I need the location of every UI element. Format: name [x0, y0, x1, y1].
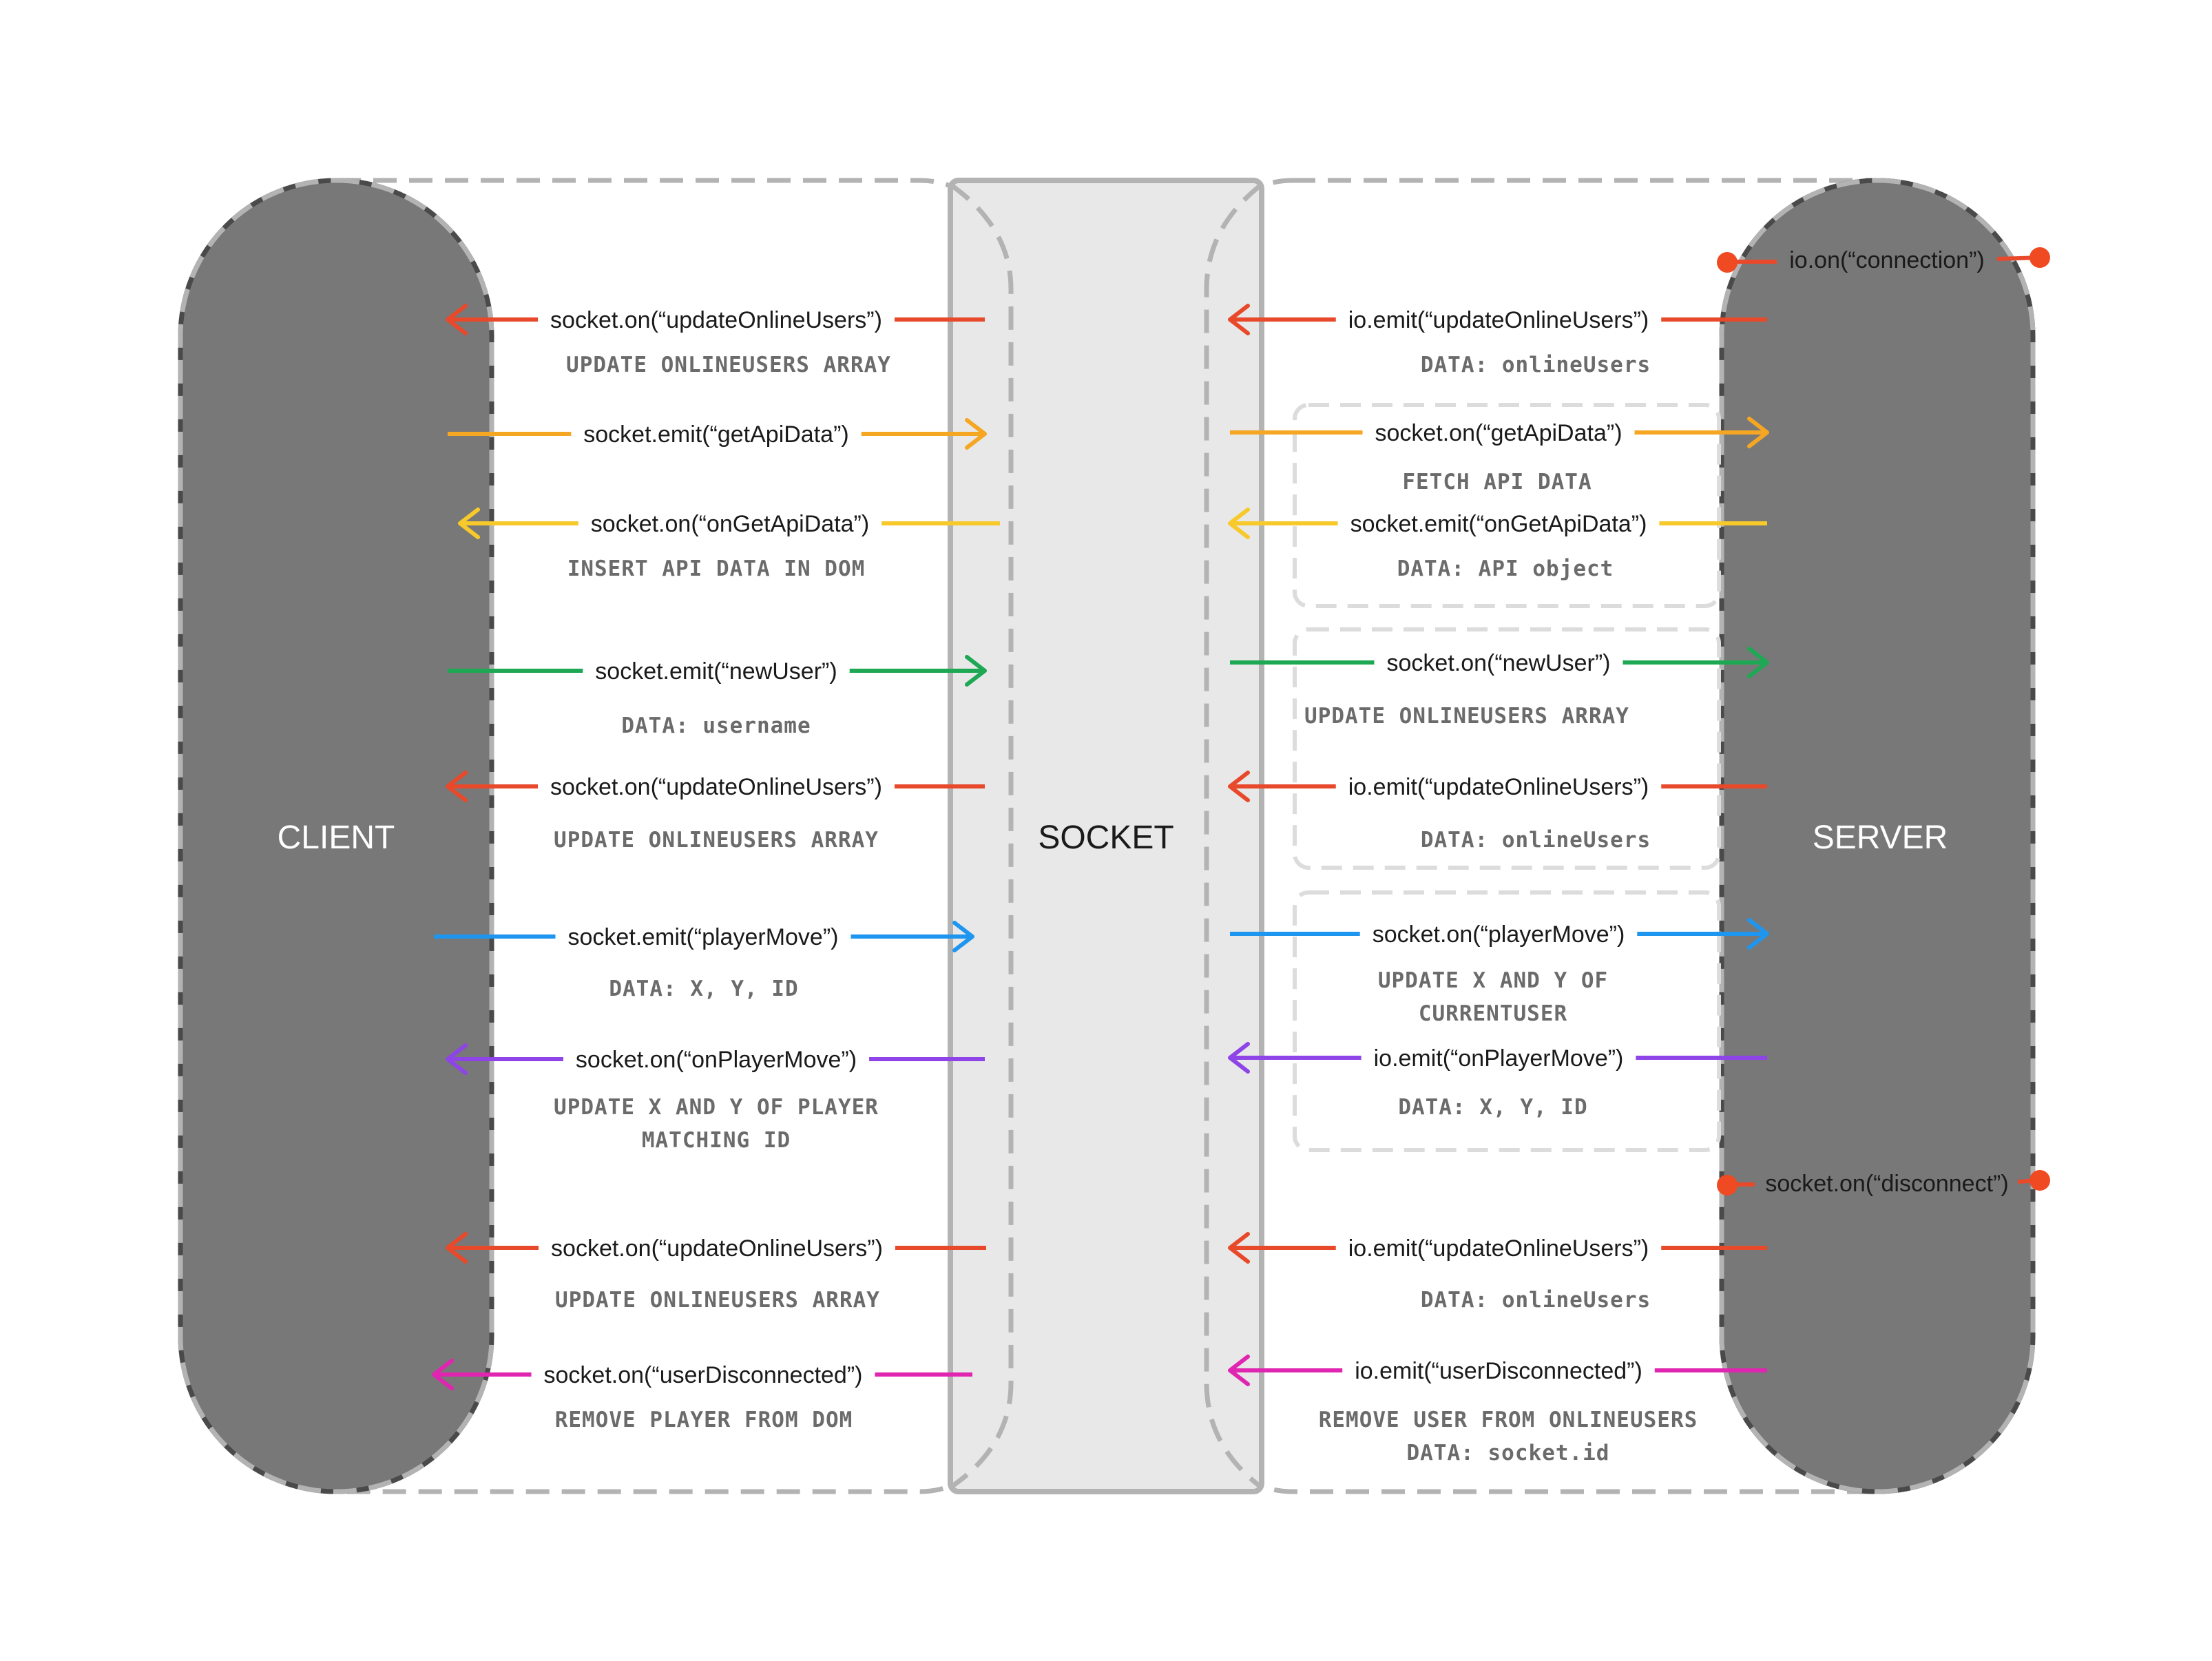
- server-event-note: DATA: onlineUsers: [1421, 353, 1651, 377]
- client-event-label: socket.emit(“newUser”): [595, 658, 837, 685]
- client-pill-dash: [178, 178, 494, 1494]
- socket-right-dashed-curve: [1204, 182, 1264, 1490]
- client-event-label: socket.emit(“playerMove”): [568, 924, 839, 950]
- server-event-label: socket.emit(“onGetApiData”): [1350, 511, 1647, 537]
- server-event-note: DATA: API object: [1397, 556, 1614, 581]
- client-event-6: socket.on(“onPlayerMove”) UPDATE X AND Y …: [446, 1043, 985, 1153]
- server-event-label: io.emit(“userDisconnected”): [1355, 1358, 1642, 1384]
- client-event-label: socket.on(“updateOnlineUsers”): [550, 774, 882, 800]
- arrow-head-icon: [965, 418, 987, 450]
- arrow-head-icon: [965, 655, 987, 687]
- client-event-8: socket.on(“userDisconnected”) REMOVE PLAY…: [432, 1359, 972, 1432]
- server-event-4: io.emit(“updateOnlineUsers”) DATA: online…: [1228, 771, 1767, 853]
- arrow-head-icon: [1747, 417, 1769, 448]
- server-event-6: io.emit(“onPlayerMove”) DATA: X, Y, ID: [1228, 1042, 1767, 1120]
- server-hook-connection: io.on(“connection”): [1717, 247, 2050, 273]
- group-box-api-data: [1293, 403, 1721, 608]
- server-event-label: socket.on(“playerMove”): [1373, 921, 1625, 948]
- arrow-head-icon: [432, 1359, 454, 1390]
- arrow-head-icon: [1228, 304, 1250, 335]
- client-event-note: UPDATE X AND Y OF PLAYER: [554, 1095, 879, 1120]
- client-event-note: INSERT API DATA IN DOM: [567, 556, 866, 581]
- client-title: CLIENT: [278, 819, 395, 856]
- client-event-note: UPDATE ONLINEUSERS ARRAY: [554, 828, 879, 853]
- connection-hook-label: io.on(“connection”): [1789, 247, 1984, 273]
- server-event-note: REMOVE USER FROM ONLINEUSERS: [1319, 1408, 1698, 1432]
- arrow-head-icon: [952, 921, 974, 952]
- group-box-player-move: [1293, 890, 1721, 1152]
- disconnect-hook-label: socket.on(“disconnect”): [1765, 1171, 2008, 1197]
- server-event-note: DATA: X, Y, ID: [1398, 1095, 1587, 1120]
- server-event-note: UPDATE X AND Y OF: [1378, 968, 1608, 993]
- server-event-label: socket.on(“getApiData”): [1375, 420, 1622, 446]
- hook-dot: [2030, 247, 2050, 268]
- socket-left-dashed-curve: [948, 182, 1014, 1490]
- client-event-note: DATA: username: [621, 713, 811, 738]
- server-event-note: CURRENTUSER: [1419, 1001, 1567, 1026]
- events-layer: socket.on(“updateOnlineUsers”) UPDATE ONL…: [432, 304, 1769, 1465]
- server-event-note: UPDATE ONLINEUSERS ARRAY: [1304, 704, 1629, 729]
- client-event-note: REMOVE PLAYER FROM DOM: [555, 1408, 853, 1432]
- server-event-7: io.emit(“updateOnlineUsers”) DATA: online…: [1228, 1232, 1767, 1313]
- group-box-new-user: [1293, 627, 1721, 870]
- arrow-head-icon: [446, 1232, 468, 1264]
- server-event-label: io.emit(“updateOnlineUsers”): [1348, 307, 1649, 333]
- server-event-note: DATA: onlineUsers: [1421, 1288, 1651, 1313]
- arrow-head-icon: [1228, 771, 1250, 802]
- client-event-label: socket.on(“updateOnlineUsers”): [551, 1235, 883, 1262]
- client-event-label: socket.on(“onPlayerMove”): [576, 1047, 857, 1073]
- server-event-2: socket.emit(“onGetApiData”) DATA: API obj…: [1228, 508, 1767, 581]
- client-event-2: socket.on(“onGetApiData”) INSERT API DATA…: [458, 508, 1000, 581]
- arrow-head-icon: [1747, 918, 1769, 950]
- arrow-head-icon: [446, 771, 468, 802]
- arrow-head-icon: [1228, 508, 1250, 539]
- client-event-5: socket.emit(“playerMove”) DATA: X, Y, ID: [434, 921, 974, 1001]
- server-event-note: DATA: socket.id: [1407, 1441, 1610, 1465]
- hook-dot: [2030, 1170, 2050, 1191]
- arrow-head-icon: [446, 1043, 468, 1075]
- socket-column: [948, 178, 1264, 1494]
- server-title: SERVER: [1813, 819, 1948, 856]
- background-layer: [178, 178, 2036, 1494]
- arrow-head-icon: [1228, 1355, 1250, 1386]
- hook-dot: [1717, 1175, 1738, 1195]
- client-event-1: socket.emit(“getApiData”): [448, 418, 987, 450]
- client-event-label: socket.on(“onGetApiData”): [591, 511, 869, 537]
- server-event-label: io.emit(“onPlayerMove”): [1374, 1045, 1624, 1072]
- server-event-0: io.emit(“updateOnlineUsers”) DATA: online…: [1228, 304, 1767, 377]
- server-event-label: io.emit(“updateOnlineUsers”): [1348, 774, 1649, 800]
- server-pill-dash: [1719, 178, 2036, 1494]
- server-event-note: DATA: onlineUsers: [1421, 828, 1651, 853]
- client-event-note: UPDATE ONLINEUSERS ARRAY: [555, 1288, 880, 1313]
- client-event-note: UPDATE ONLINEUSERS ARRAY: [566, 353, 891, 377]
- client-event-label: socket.on(“userDisconnected”): [544, 1362, 863, 1388]
- server-event-8: io.emit(“userDisconnected”) REMOVE USER F…: [1228, 1355, 1767, 1465]
- arrow-head-icon: [458, 508, 480, 539]
- client-event-4: socket.on(“updateOnlineUsers”) UPDATE ONL…: [446, 771, 985, 853]
- client-event-label: socket.emit(“getApiData”): [583, 421, 848, 448]
- client-event-label: socket.on(“updateOnlineUsers”): [550, 307, 882, 333]
- client-event-3: socket.emit(“newUser”) DATA: username: [448, 655, 987, 738]
- client-event-7: socket.on(“updateOnlineUsers”) UPDATE ONL…: [446, 1232, 986, 1313]
- arrow-head-icon: [1747, 647, 1769, 678]
- server-event-label: io.emit(“updateOnlineUsers”): [1348, 1235, 1649, 1262]
- arrow-head-icon: [1228, 1232, 1250, 1264]
- client-event-note: DATA: X, Y, ID: [609, 976, 798, 1001]
- server-event-label: socket.on(“newUser”): [1387, 650, 1611, 676]
- server-hook-disconnect: socket.on(“disconnect”): [1717, 1170, 2050, 1197]
- hook-dot: [1717, 252, 1738, 273]
- server-event-5: socket.on(“playerMove”) UPDATE X AND Y OF…: [1230, 918, 1769, 1026]
- server-event-note: FETCH API DATA: [1402, 470, 1592, 494]
- client-event-note: MATCHING ID: [642, 1128, 791, 1153]
- client-event-0: socket.on(“updateOnlineUsers”) UPDATE ONL…: [446, 304, 985, 377]
- server-event-3: socket.on(“newUser”) UPDATE ONLINEUSERS A…: [1230, 647, 1769, 729]
- arrow-head-icon: [446, 304, 468, 335]
- server-event-1: socket.on(“getApiData”) FETCH API DATA: [1230, 417, 1769, 494]
- socket-title: SOCKET: [1038, 819, 1173, 856]
- arrow-head-icon: [1228, 1042, 1250, 1074]
